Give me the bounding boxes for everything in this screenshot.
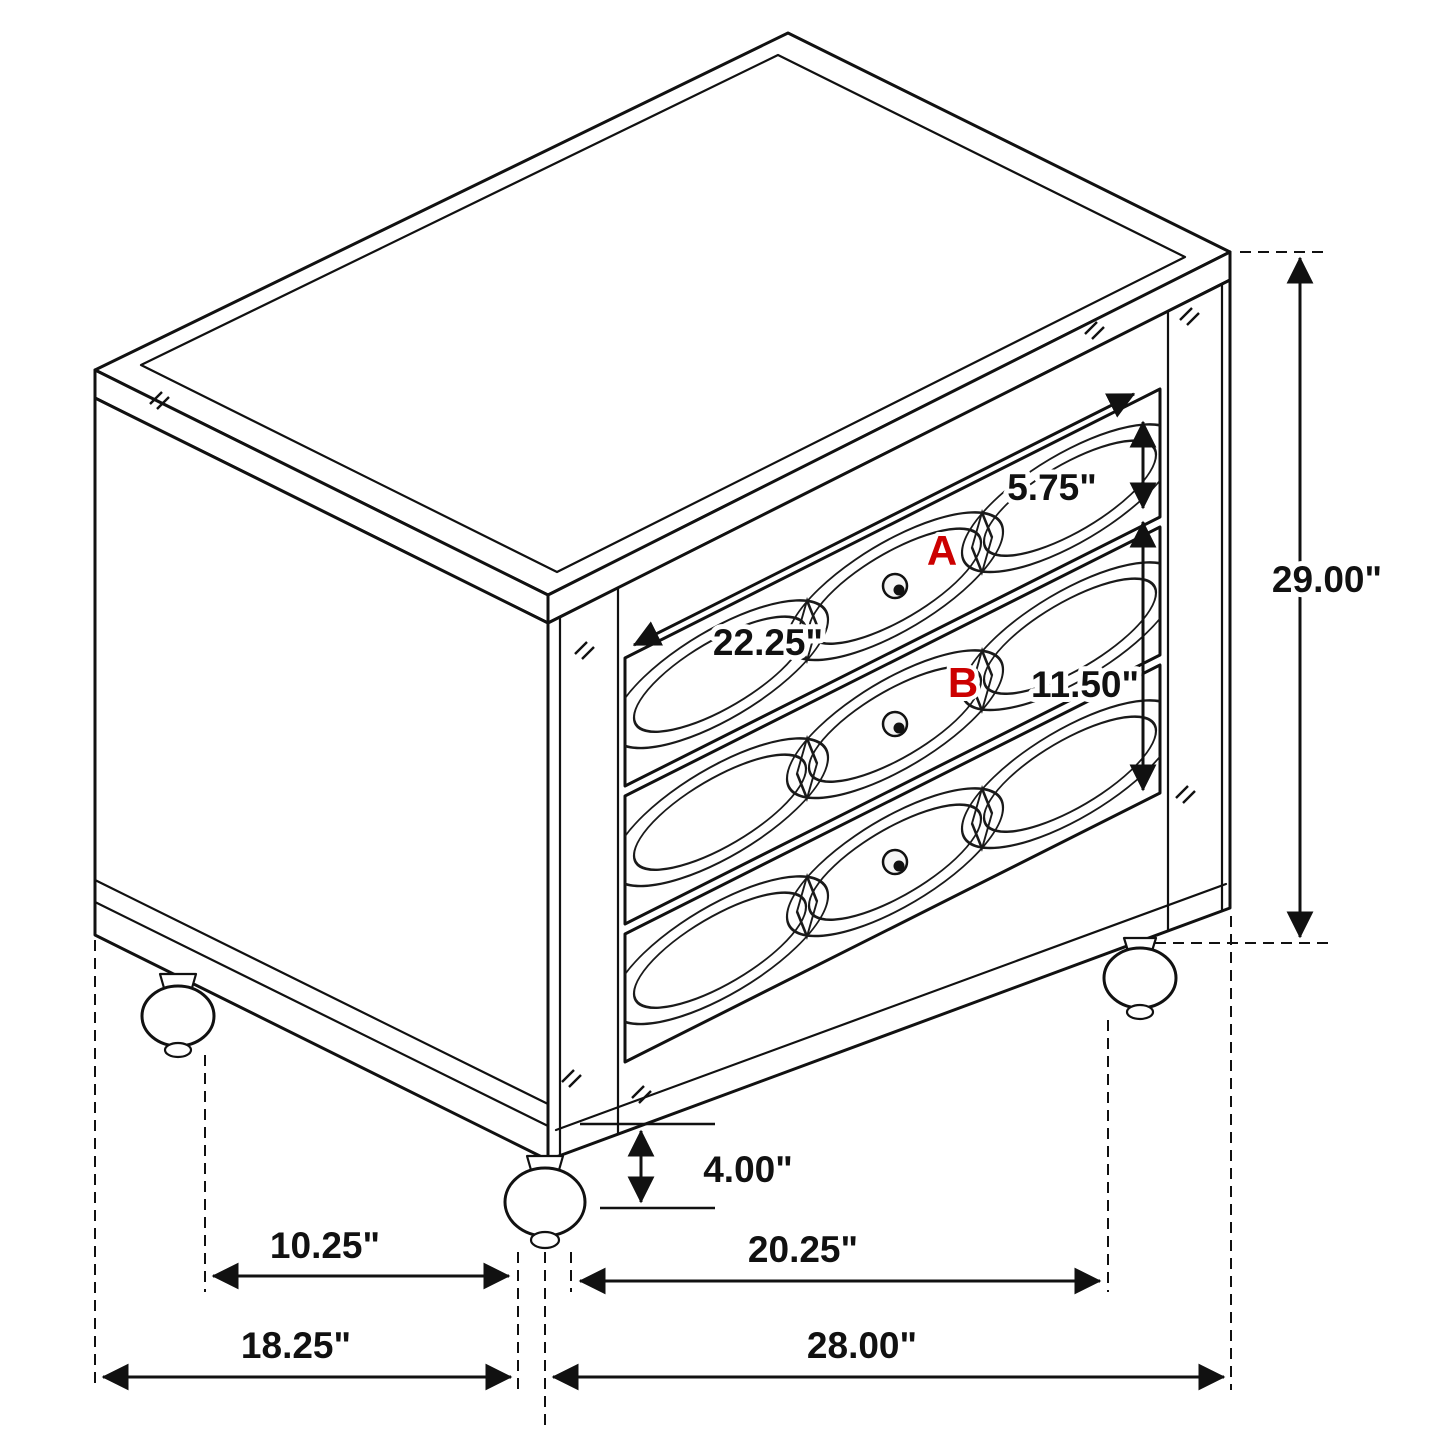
bottom-rail (554, 882, 1228, 1132)
callout-b-label: B (948, 659, 978, 706)
dim-drawer-width: 22.25" (632, 392, 1136, 668)
dim-drawer-width-label: 22.25" (713, 622, 823, 663)
top-croc-texture (139, 53, 1187, 574)
dim-overall-height: 29.00" (1267, 256, 1387, 939)
drawer-b-knob[interactable] (881, 710, 909, 738)
feet (140, 936, 1178, 1250)
extension-lines (94, 251, 1330, 1428)
dim-lower-drawers-height: 11.50" (1026, 520, 1157, 792)
dim-front-foot-spacing: 20.25" (578, 1224, 1102, 1295)
dim-front-foot-spacing-label: 20.25" (748, 1229, 858, 1270)
dimensions: 29.00" 5.75" 11.50" 22.25" 4.00" 10.25" … (94, 251, 1387, 1428)
dim-overall-depth: 18.25" (101, 1320, 513, 1391)
drawer-c-knob[interactable] (881, 848, 909, 876)
callout-a-label: A (927, 527, 957, 574)
dim-side-foot-spacing: 10.25" (211, 1220, 511, 1290)
dim-lower-drawers-height-label: 11.50" (1031, 664, 1139, 705)
dim-foot-height-label: 4.00" (703, 1149, 793, 1190)
dim-side-foot-spacing-label: 10.25" (270, 1225, 380, 1266)
dim-overall-depth-label: 18.25" (241, 1325, 351, 1366)
drawer-a-knob[interactable] (881, 572, 909, 600)
dim-foot-height: 4.00" (627, 1129, 798, 1204)
dim-top-drawer-height-label: 5.75" (1007, 467, 1097, 508)
foot-front (503, 1154, 587, 1250)
foot-left (140, 972, 216, 1059)
dim-overall-width: 28.00" (551, 1320, 1226, 1391)
dim-overall-width-label: 28.00" (807, 1325, 917, 1366)
foot-right (1102, 936, 1178, 1021)
cabinet (93, 31, 1232, 1250)
dim-overall-height-label: 29.00" (1272, 559, 1382, 600)
